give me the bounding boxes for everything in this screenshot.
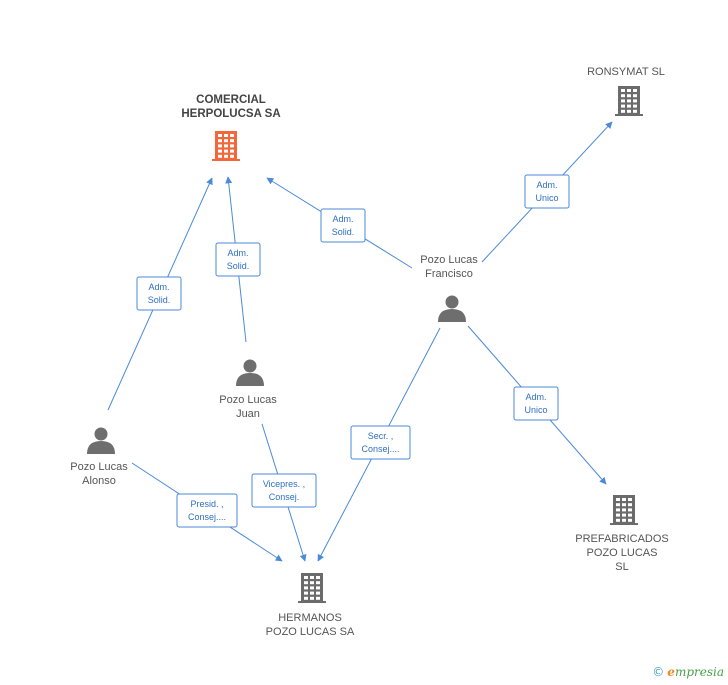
node-comercial[interactable]: COMERCIAL HERPOLUCSA SA: [181, 94, 281, 161]
node-label: Pozo Lucas: [219, 394, 277, 406]
edge-label-text: Consej....: [361, 444, 399, 454]
brand-logo-initial: e: [667, 665, 675, 679]
node-label: Francisco: [425, 268, 473, 280]
copyright-symbol: ©: [652, 665, 665, 679]
node-label: Alonso: [82, 475, 116, 487]
edge-label-text: Presid. ,: [190, 499, 223, 509]
brand-logo-text: mpresia: [674, 665, 724, 679]
edge-label-text: Unico: [524, 405, 547, 415]
building-icon: [298, 573, 326, 603]
edge-label-text: Adm.: [148, 282, 169, 292]
edge-francisco-to-comercial: Adm. Solid.: [266, 177, 413, 269]
edge-juan-to-comercial: Adm. Solid.: [215, 176, 261, 343]
edge-juan-to-hermanos: Vicepres. , Consej.: [251, 423, 317, 562]
edge-label-box[interactable]: [320, 208, 366, 243]
edge-label-text: Consej....: [188, 512, 226, 522]
node-label: HERMANOS: [278, 612, 342, 624]
node-label: HERPOLUCSA SA: [181, 108, 280, 120]
node-label: RONSYMAT SL: [587, 66, 665, 78]
edge-label-text: Unico: [535, 193, 558, 203]
edge-label-text: Adm.: [332, 214, 353, 224]
brand-footer[interactable]: ©empresia: [652, 665, 724, 679]
edge-francisco-to-hermanos: Secr. , Consej....: [317, 327, 441, 562]
node-label: Pozo Lucas: [70, 461, 128, 473]
edge-label-text: Adm.: [227, 248, 248, 258]
edge-label-box[interactable]: [513, 386, 559, 421]
building-icon: [610, 495, 638, 525]
edge-label-box[interactable]: [176, 493, 238, 528]
node-prefabricados[interactable]: PREFABRICADOS POZO LUCAS SL: [575, 495, 669, 573]
edge-label-box[interactable]: [524, 174, 570, 209]
node-label: COMERCIAL: [196, 94, 266, 106]
person-icon: [87, 427, 115, 454]
edge-alonso-to-hermanos: Presid. , Consej....: [131, 462, 283, 562]
edge-label-box[interactable]: [350, 425, 411, 460]
edge-label-box[interactable]: [215, 242, 261, 277]
node-label: POZO LUCAS: [587, 547, 658, 559]
node-label: POZO LUCAS SA: [266, 626, 355, 638]
edge-label-text: Adm.: [536, 180, 557, 190]
node-label: Juan: [236, 408, 260, 420]
node-label: PREFABRICADOS: [575, 533, 669, 545]
edge-label-text: Vicepres. ,: [263, 479, 305, 489]
edge-label-text: Solid.: [148, 295, 171, 305]
edge-label-text: Solid.: [227, 261, 250, 271]
person-icon: [438, 295, 466, 322]
person-icon: [236, 359, 264, 386]
edge-label-text: Solid.: [332, 227, 355, 237]
building-icon: [212, 131, 240, 161]
edge-label-text: Secr. ,: [368, 431, 394, 441]
building-icon: [615, 86, 643, 116]
edge-alonso-to-comercial: Adm. Solid.: [107, 177, 213, 411]
node-hermanos[interactable]: HERMANOS POZO LUCAS SA: [266, 573, 355, 638]
edge-francisco-to-ronsymat: Adm. Unico: [481, 121, 613, 263]
node-label: Pozo Lucas: [420, 254, 478, 266]
edge-label-text: Adm.: [525, 392, 546, 402]
node-label: SL: [615, 561, 628, 573]
edge-label-box[interactable]: [136, 276, 182, 311]
edge-label-text: Consej.: [269, 492, 300, 502]
edge-francisco-to-prefabricados: Adm. Unico: [467, 325, 607, 485]
edge-label-box[interactable]: [251, 473, 317, 508]
node-ronsymat[interactable]: RONSYMAT SL: [587, 66, 665, 116]
